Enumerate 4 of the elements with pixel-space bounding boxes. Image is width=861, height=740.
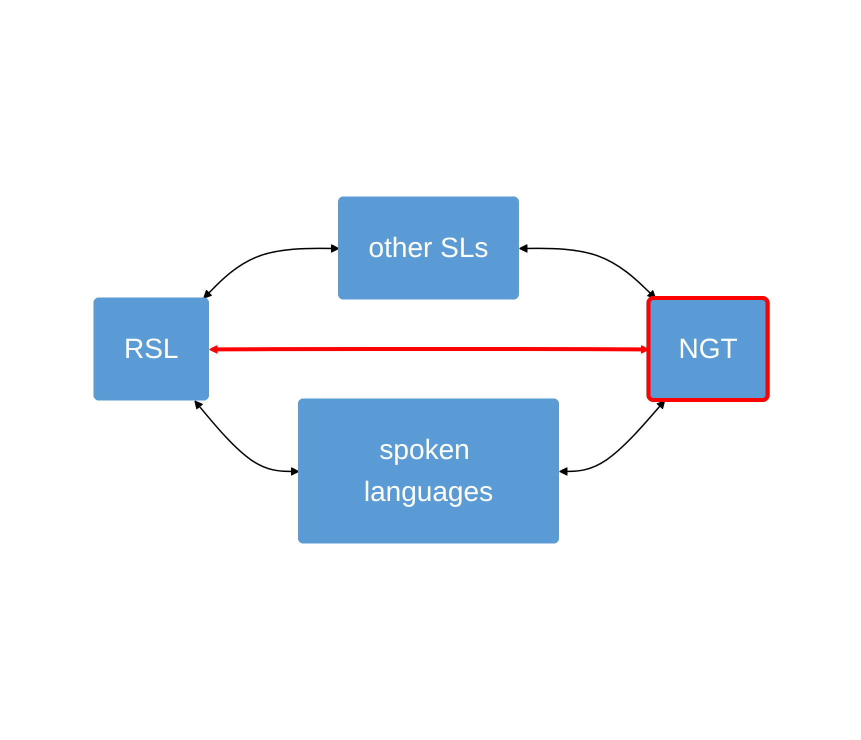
arrow — [558, 400, 665, 476]
arrow — [518, 244, 656, 299]
arrow — [202, 244, 340, 299]
arrow — [194, 400, 300, 476]
